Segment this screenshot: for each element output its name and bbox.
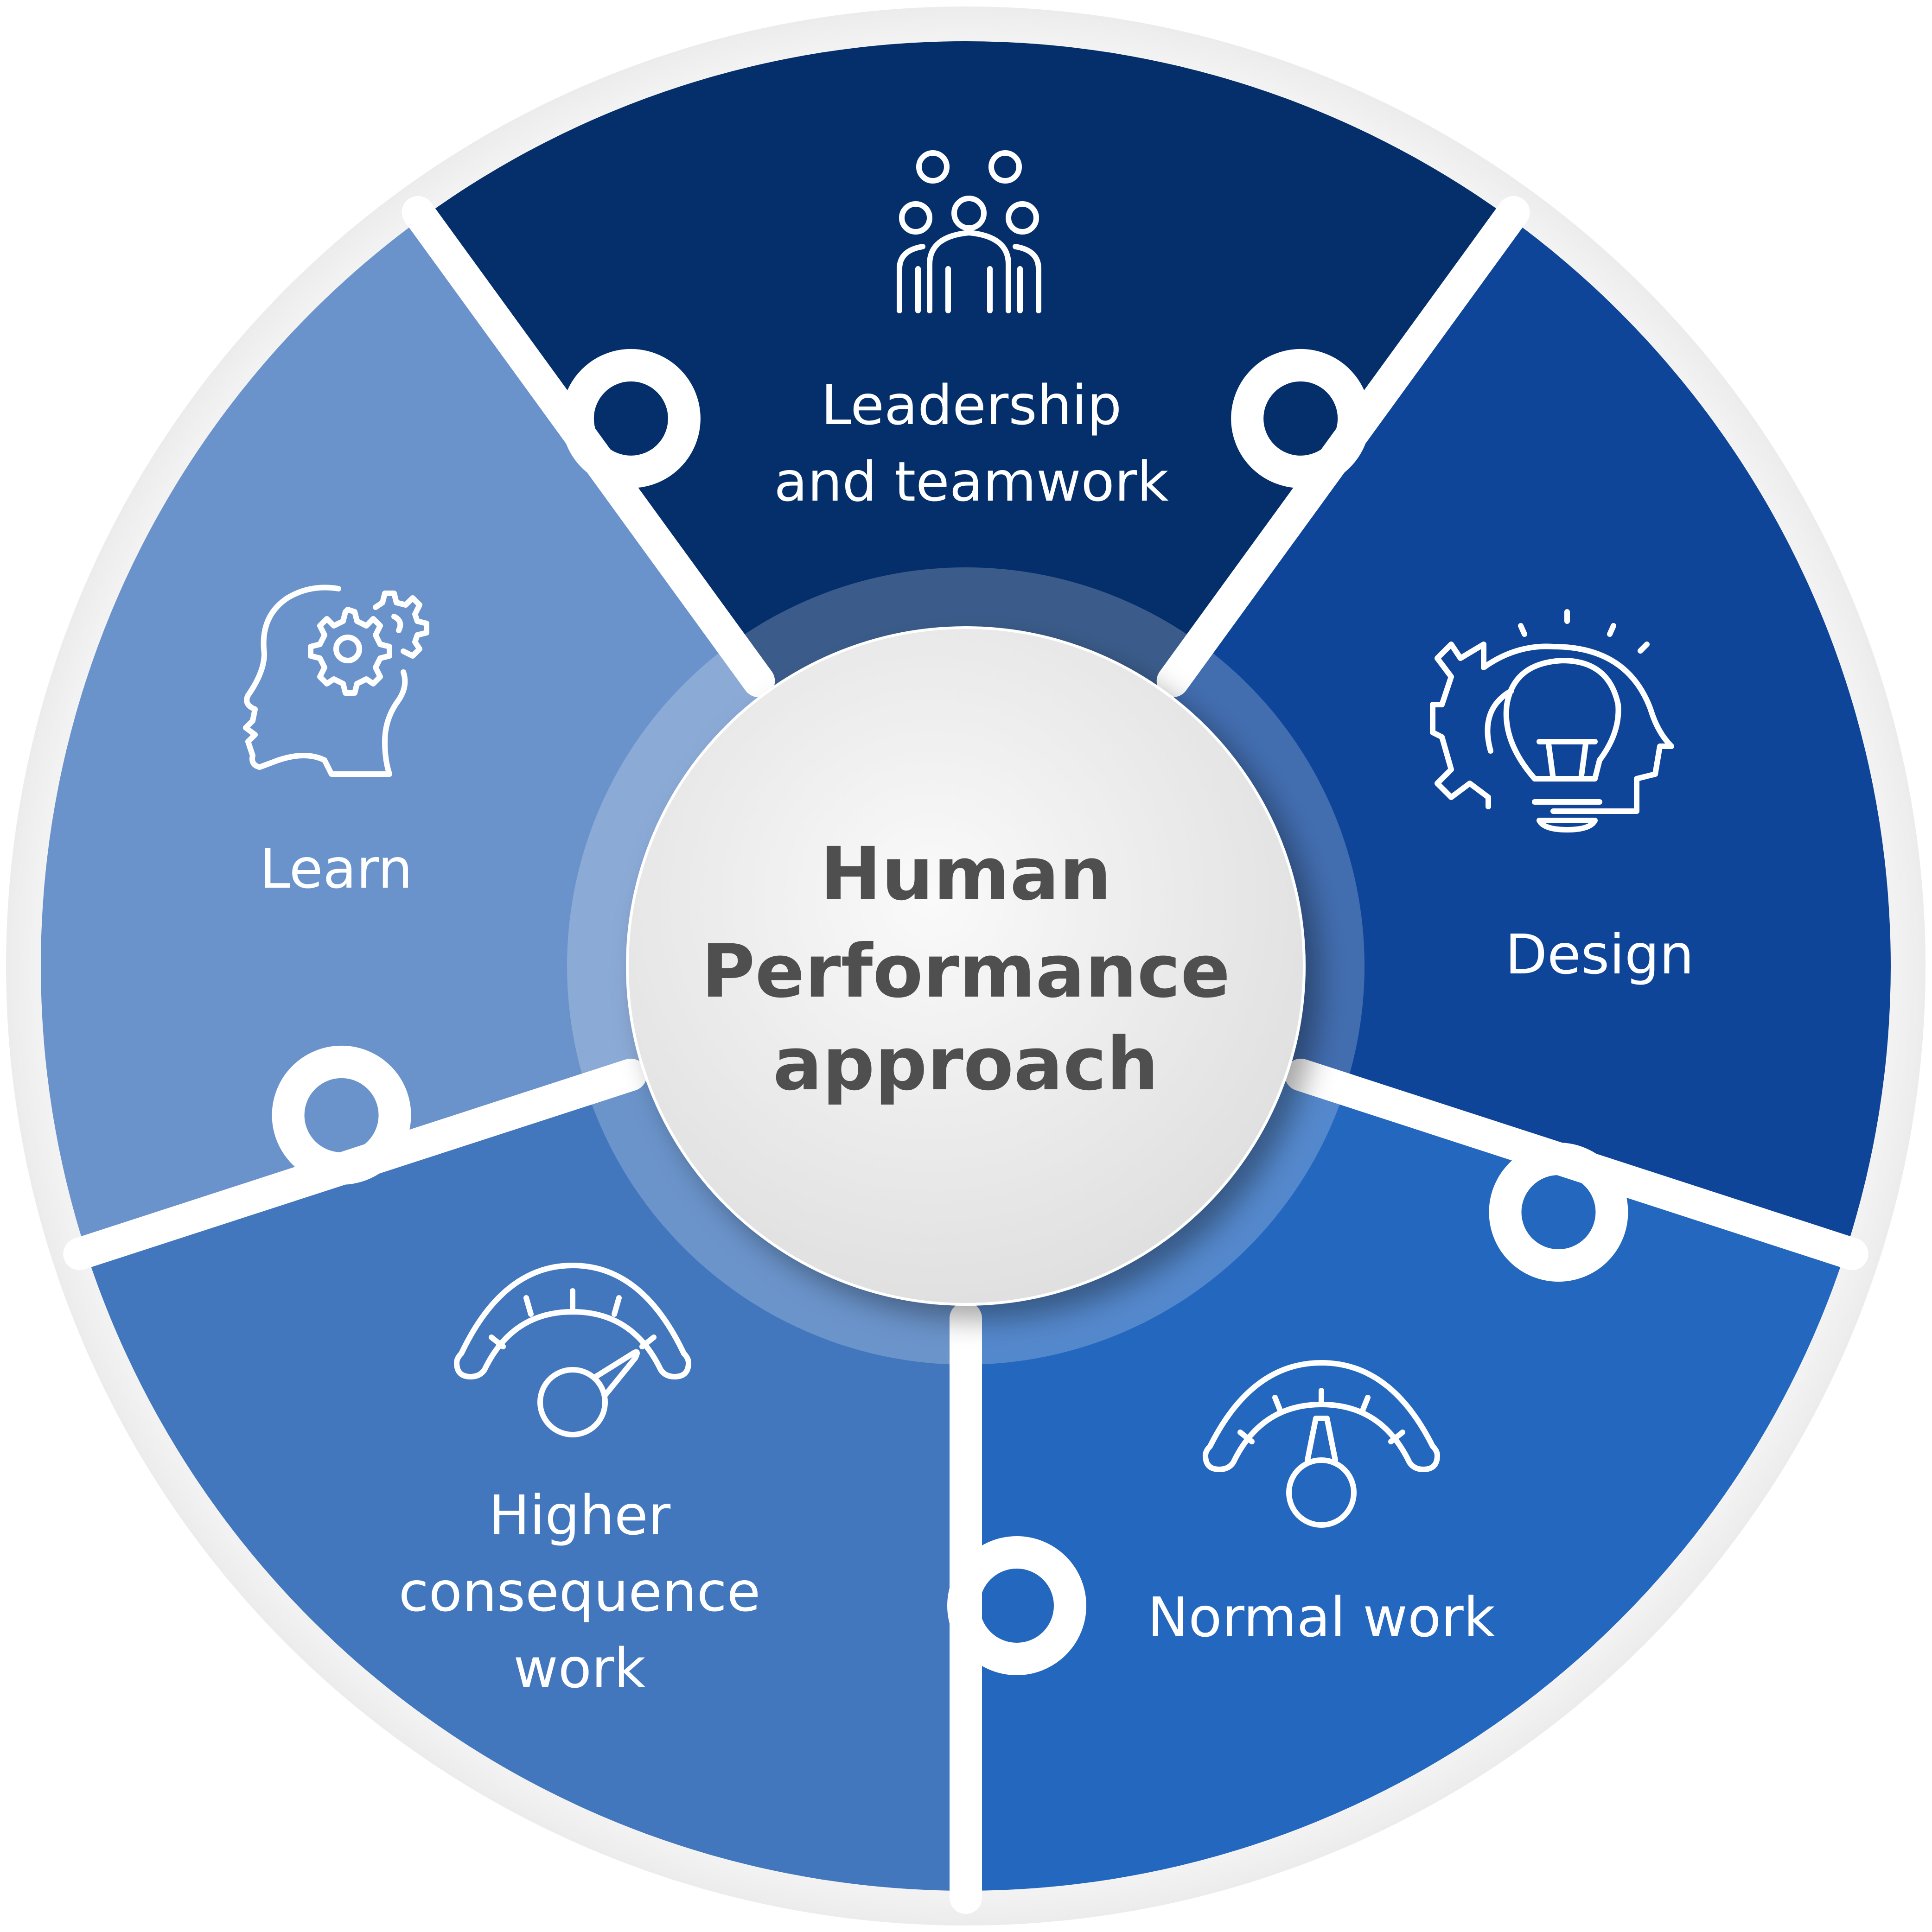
label-design: Design [1505,922,1694,986]
segment-leadership [422,41,1510,966]
gauge-high-icon [454,1263,691,1437]
center-title-line-2: Performance [701,929,1231,1014]
puzzle-knob [1489,1143,1628,1282]
label-higher-line-3: work [513,1636,646,1700]
head-gears-icon [243,585,429,777]
team-people-icon [897,150,1041,313]
puzzle-knob [272,1045,411,1185]
label-normal-work: Normal work [1148,1585,1495,1649]
label-learn: Learn [260,837,413,901]
center-title-line-1: Human [820,832,1111,917]
center-disc [626,626,1306,1306]
label-higher-line-2: consequence [399,1560,760,1624]
puzzle-knob [947,1536,1086,1675]
puzzle-knob [561,349,701,488]
label-leadership-line-2: and teamwork [774,450,1168,514]
center-title-line-3: approach [773,1022,1159,1107]
puzzle-knob [1231,349,1371,488]
head-gear-lightbulb-icon [1430,609,1674,833]
gauge-normal-icon [1203,1360,1440,1528]
label-higher-line-1: Higher [489,1483,671,1547]
separators-group [63,196,1868,1914]
label-leadership-line-1: Leadership [821,373,1122,437]
